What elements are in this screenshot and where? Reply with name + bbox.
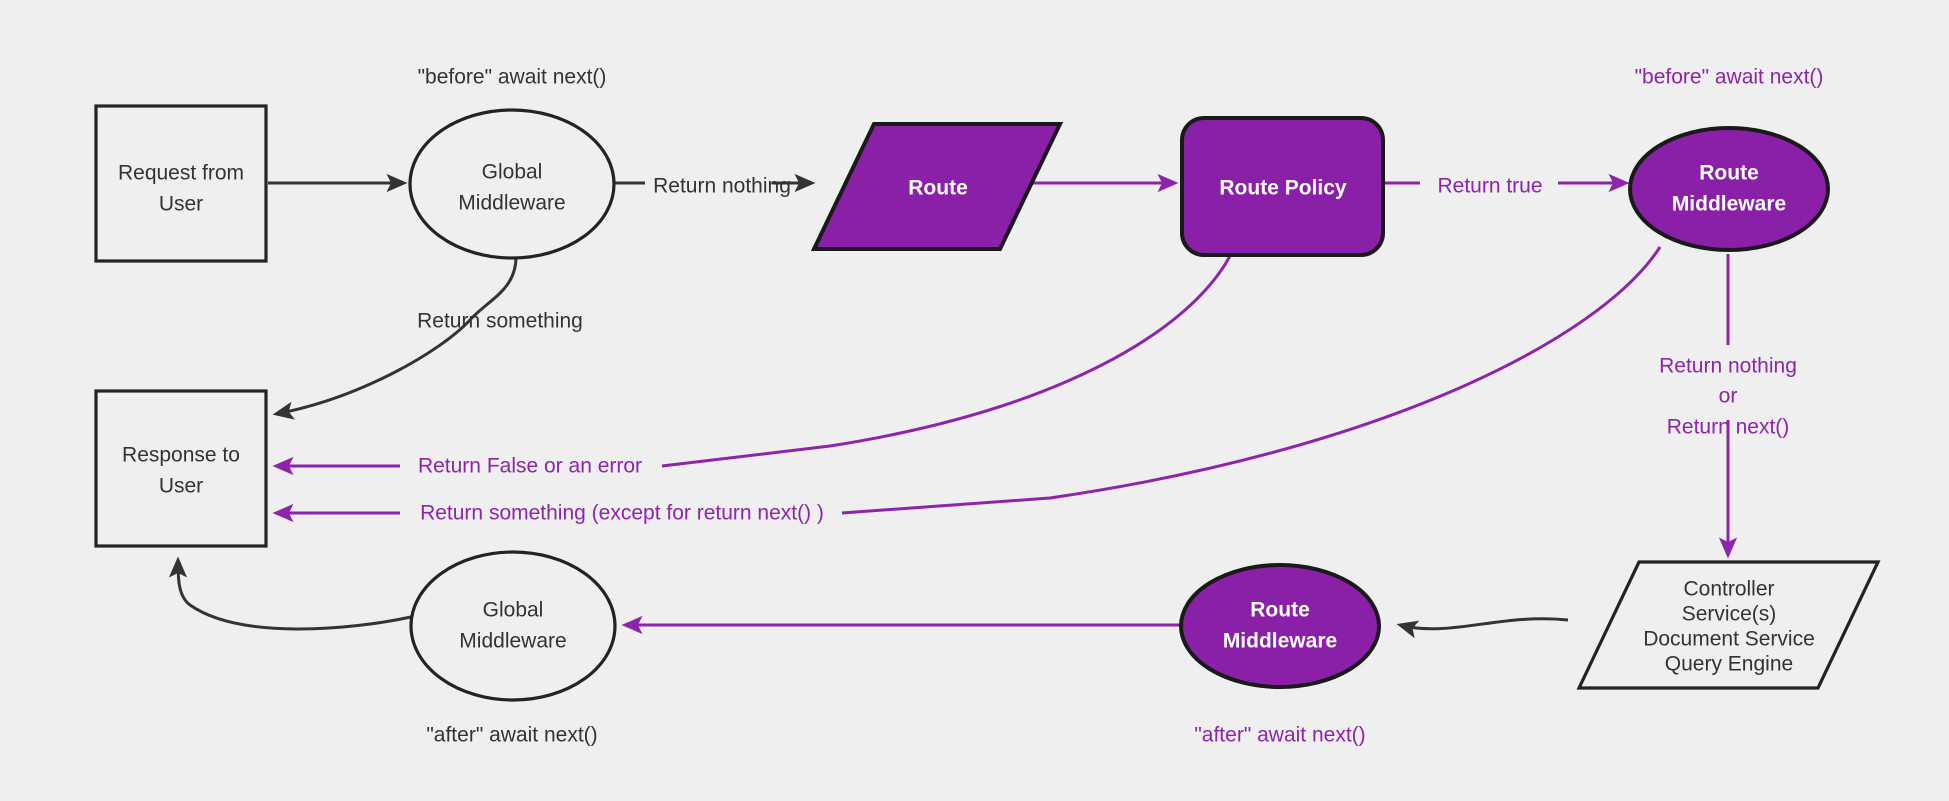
node-global-middleware-top[interactable]: Global Middleware <box>408 108 616 260</box>
node-request-label-line1: Request from <box>118 162 244 185</box>
annotation-before-await-next-global: "before" await next() <box>418 66 607 89</box>
node-route-middleware-bottom-label-line2: Middleware <box>1223 630 1337 653</box>
node-global-middleware-top-label-line2: Middleware <box>458 192 565 215</box>
edge-label-return-nothing: Return nothing <box>653 175 791 198</box>
node-response-label-line2: User <box>159 475 203 498</box>
edge-global-middleware-to-response <box>272 256 518 420</box>
node-global-middleware-bottom[interactable]: Global Middleware <box>409 550 617 702</box>
edge-label-return-nothing-or-next-line1: Return nothing <box>1659 355 1797 378</box>
node-global-middleware-bottom-label-line2: Middleware <box>459 630 566 653</box>
node-request-from-user[interactable]: Request from User <box>94 104 268 263</box>
node-route-policy-label: Route Policy <box>1219 177 1347 200</box>
edge-label-return-nothing-or-next-line3: Return next() <box>1667 416 1790 439</box>
node-controller-label-line2: Service(s) <box>1682 603 1777 626</box>
edge-label-return-something-except: Return something (except for return next… <box>420 502 824 525</box>
edge-label-return-nothing-or-next-line2: or <box>1719 385 1738 408</box>
node-request-label-line2: User <box>159 193 203 216</box>
node-route[interactable]: Route <box>810 122 1064 251</box>
node-route-policy[interactable]: Route Policy <box>1180 116 1385 257</box>
node-response-label-line1: Response to <box>122 444 240 467</box>
node-controller-label-line4: Query Engine <box>1665 653 1793 676</box>
node-route-middleware-bottom-label-line1: Route <box>1250 599 1310 622</box>
edge-label-return-true: Return true <box>1437 175 1542 198</box>
edge-label-return-something: Return something <box>417 310 583 333</box>
node-controller-services[interactable]: Controller Service(s) Document Service Q… <box>1576 560 1881 690</box>
annotation-after-await-next-global: "after" await next() <box>426 724 597 747</box>
node-route-middleware-top-label-line2: Middleware <box>1672 193 1786 216</box>
node-route-middleware-bottom[interactable]: Route Middleware <box>1179 563 1381 689</box>
node-global-middleware-bottom-label-line1: Global <box>483 599 544 622</box>
annotation-after-await-next-route: "after" await next() <box>1194 724 1365 747</box>
node-controller-label-line3: Document Service <box>1643 628 1815 651</box>
edge-route-middleware-to-response <box>841 246 1662 515</box>
node-response-to-user[interactable]: Response to User <box>94 389 268 548</box>
node-route-label: Route <box>908 177 968 200</box>
node-global-middleware-top-label-line1: Global <box>482 161 543 184</box>
node-route-middleware-top-label-line1: Route <box>1699 162 1759 185</box>
edge-route-policy-to-response <box>661 255 1232 468</box>
node-controller-label-line1: Controller <box>1683 578 1774 601</box>
edge-label-return-false-or-error: Return False or an error <box>418 455 642 478</box>
annotation-before-await-next-route: "before" await next() <box>1635 66 1824 89</box>
edge-controller-to-route-middleware-bottom <box>1396 617 1569 639</box>
edge-global-middleware-bottom-to-response <box>168 556 412 631</box>
node-route-middleware-top[interactable]: Route Middleware <box>1628 126 1830 252</box>
